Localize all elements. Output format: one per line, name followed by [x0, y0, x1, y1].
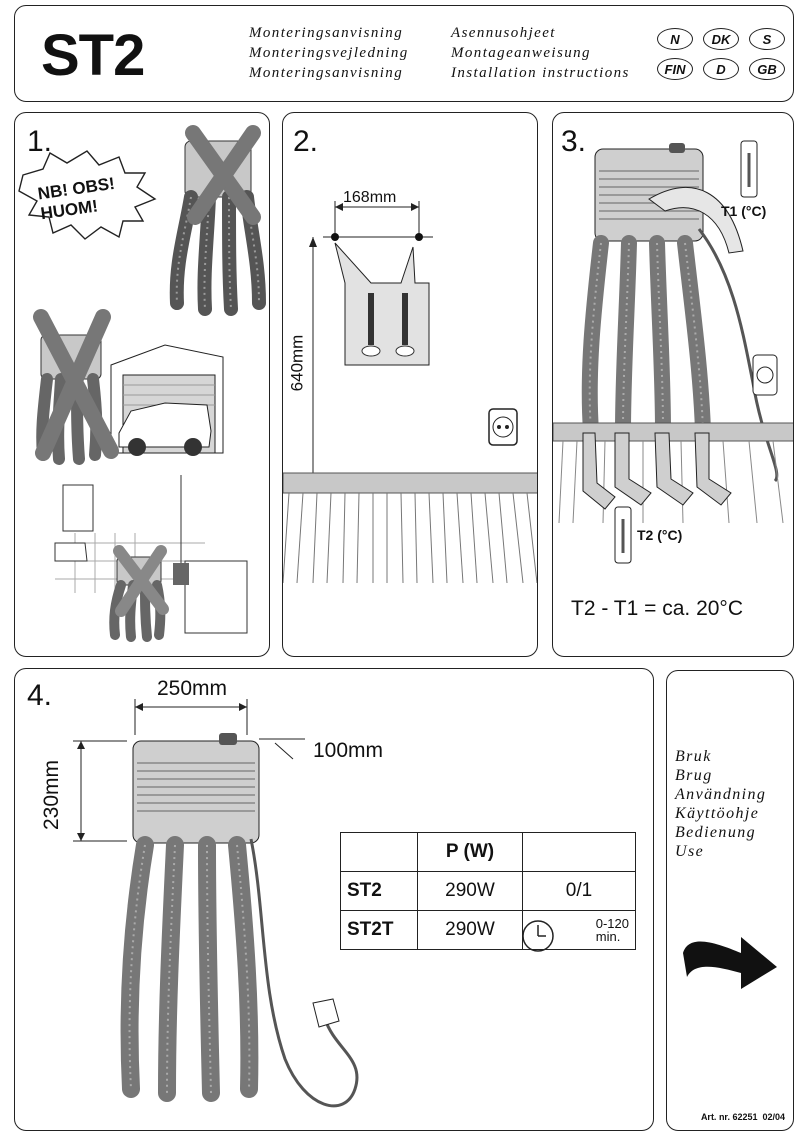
usage-word-fi: Käyttöohje	[675, 805, 760, 822]
device-depth-label: 100mm	[313, 739, 384, 762]
step3-number: 3.	[561, 125, 587, 158]
lang-badge-n: N	[657, 28, 693, 50]
lang-badge-s: S	[749, 28, 785, 50]
title-de: Montageanweisung	[451, 45, 591, 61]
usage-words: Bruk Brug Användning Käyttöohje Bedienun…	[675, 747, 766, 861]
usage-word-dk: Brug	[675, 767, 713, 784]
model-title: ST2	[41, 23, 145, 88]
spec-row-st2: ST2 290W 0/1	[340, 871, 636, 911]
step2-panel: 2. 168mm	[282, 112, 538, 657]
step3-panel: 3.	[552, 112, 794, 657]
timer-range: 0-120	[595, 916, 629, 931]
lang-badge-gb: GB	[749, 58, 785, 80]
spec-switch: 0/1	[522, 871, 636, 911]
step3-illustration	[553, 140, 793, 564]
title-gb: Installation instructions	[451, 65, 630, 81]
spec-model: ST2T	[340, 910, 418, 950]
spec-header-power: P (W)	[417, 832, 523, 872]
step1-illustration	[18, 125, 266, 642]
usage-word-no: Bruk	[675, 748, 712, 765]
warning-burst	[18, 150, 157, 240]
temperature-formula: T2 - T1 = ca. 20°C	[571, 597, 743, 620]
spec-table: P (W) ST2 290W 0/1 ST2T 290W 0-120 min.	[340, 832, 636, 950]
t2-label: T2 (°C)	[637, 527, 683, 543]
mount-height-label: 640mm	[287, 334, 307, 392]
spec-timer-cell: 0-120 min.	[522, 910, 636, 950]
title-column-left: Monteringsanvisning Monteringsvejledning…	[249, 23, 409, 83]
header-panel: ST2 Monteringsanvisning Monteringsvejled…	[14, 5, 794, 102]
spec-row-st2t: ST2T 290W 0-120 min.	[340, 910, 636, 950]
spec-power: 290W	[417, 871, 523, 911]
title-column-right: Asennusohjeet Montageanweisung Installat…	[451, 23, 630, 83]
title-fi: Asennusohjeet	[451, 25, 556, 41]
lang-badge-dk: DK	[703, 28, 739, 50]
title-se: Monteringsanvisning	[249, 65, 404, 81]
step1-panel: 1.	[14, 112, 270, 657]
device-width-label: 250mm	[157, 677, 228, 700]
spec-power: 290W	[417, 910, 523, 950]
usage-panel: Bruk Brug Användning Käyttöohje Bedienun…	[666, 670, 794, 1131]
title-dk: Monteringsvejledning	[249, 45, 409, 61]
usage-word-gb: Use	[675, 843, 705, 860]
lang-badge-d: D	[703, 58, 739, 80]
step2-illustration	[283, 201, 537, 584]
next-page-arrow-icon	[683, 937, 777, 989]
step2-number: 2.	[293, 125, 319, 158]
article-number: Art. nr. 62251 02/04	[700, 1112, 785, 1122]
step1-number: 1.	[27, 125, 53, 158]
spec-header-row: P (W)	[340, 832, 636, 872]
spec-header-control	[522, 832, 636, 872]
step4-number: 4.	[27, 679, 53, 712]
spec-model: ST2	[340, 871, 418, 911]
usage-word-de: Bedienung	[675, 824, 757, 841]
device-height-label: 230mm	[40, 759, 64, 831]
spec-header-model	[340, 832, 418, 872]
title-no: Monteringsanvisning	[249, 25, 404, 41]
t1-label: T1 (°C)	[721, 203, 767, 219]
usage-word-se: Användning	[675, 786, 767, 803]
step4-panel: 4.	[14, 668, 654, 1131]
mount-width-label: 168mm	[343, 189, 397, 206]
lang-badge-fin: FIN	[657, 58, 693, 80]
timer-unit: min.	[595, 929, 621, 944]
